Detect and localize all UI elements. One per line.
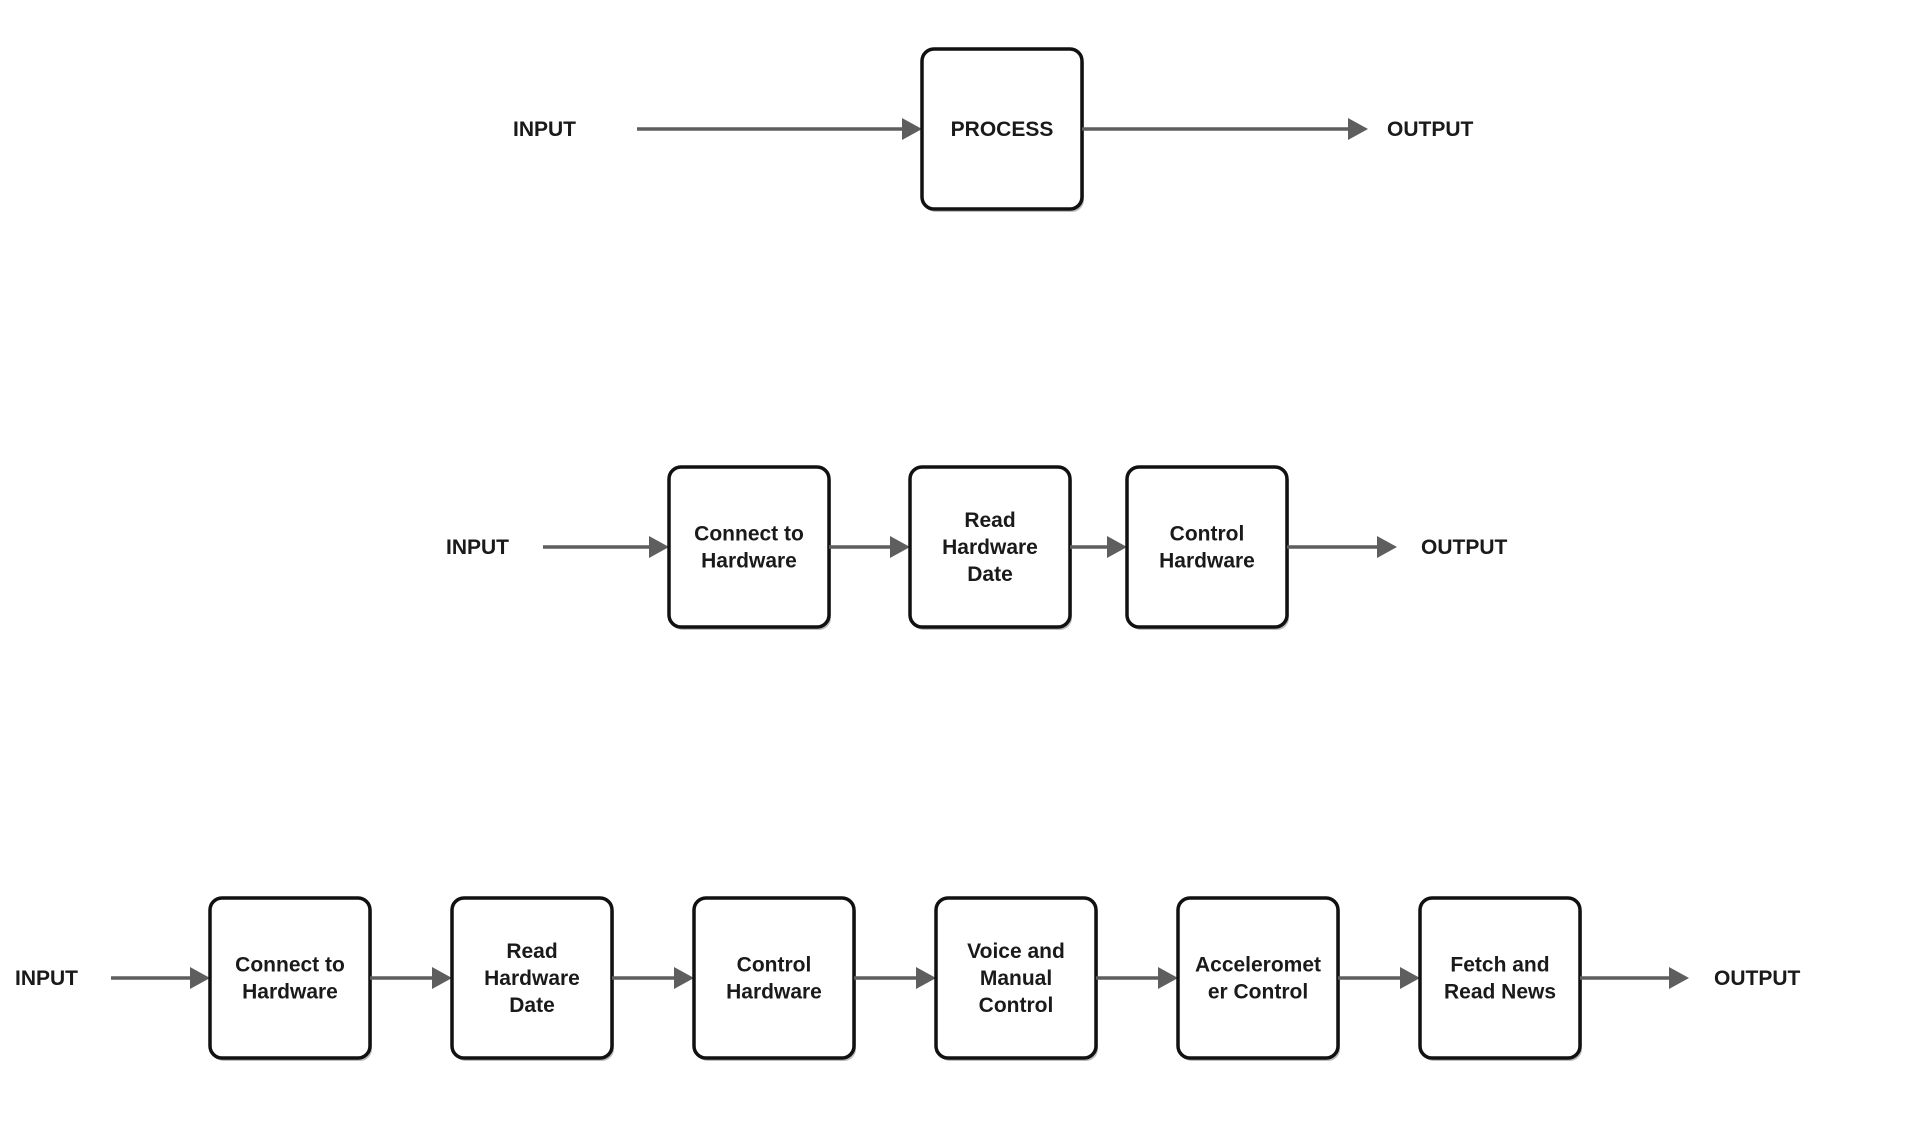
process-box-label: Acceleromet — [1195, 954, 1321, 977]
output-arrow — [1287, 536, 1397, 558]
input-arrow — [637, 118, 922, 140]
output-arrow — [1580, 967, 1689, 989]
input-label: INPUT — [15, 967, 78, 990]
process-box-label: Read — [964, 509, 1015, 532]
process-box: PROCESS — [920, 47, 1084, 212]
process-box-label: Hardware — [701, 550, 797, 573]
process-box-label: Hardware — [484, 967, 580, 990]
process-box-label: Hardware — [1159, 550, 1255, 573]
process-box-label: Hardware — [942, 536, 1038, 559]
output-arrow — [1082, 118, 1368, 140]
process-box-label: Hardware — [726, 981, 822, 1004]
process-box-label: Manual — [980, 967, 1052, 990]
connector-arrow — [829, 536, 910, 558]
process-box: Connect to Hardware — [208, 896, 372, 1061]
process-box-label: Control — [737, 954, 812, 977]
connector-arrow — [612, 967, 694, 989]
process-box-label: Date — [509, 994, 555, 1017]
input-arrow — [111, 967, 210, 989]
process-box-label: Control — [1170, 523, 1245, 546]
process-box-label: Read — [506, 940, 557, 963]
process-box-label: er Control — [1208, 981, 1308, 1004]
process-box-label: Fetch and — [1450, 954, 1549, 977]
input-label: INPUT — [513, 118, 576, 141]
process-box-label: Connect to — [694, 523, 804, 546]
process-box-label: Hardware — [242, 981, 338, 1004]
process-box-label: Voice and — [967, 940, 1065, 963]
connector-arrow — [1096, 967, 1178, 989]
connector-arrow — [854, 967, 936, 989]
process-box: Connect to Hardware — [667, 465, 831, 630]
input-arrow — [543, 536, 669, 558]
process-box-label: PROCESS — [951, 118, 1054, 141]
process-box-label: Connect to — [235, 954, 345, 977]
connector-arrow — [1070, 536, 1127, 558]
diagram-1: INPUT PROCESS OUTPUT — [513, 47, 1474, 212]
output-label: OUTPUT — [1421, 536, 1508, 559]
process-box-label: Read News — [1444, 981, 1556, 1004]
process-box: Acceleromet er Control — [1176, 896, 1340, 1061]
output-label: OUTPUT — [1714, 967, 1801, 990]
connector-arrow — [370, 967, 452, 989]
process-box-label: Date — [967, 563, 1013, 586]
process-box-label: Control — [979, 994, 1054, 1017]
connector-arrow — [1338, 967, 1420, 989]
input-label: INPUT — [446, 536, 509, 559]
output-label: OUTPUT — [1387, 118, 1474, 141]
